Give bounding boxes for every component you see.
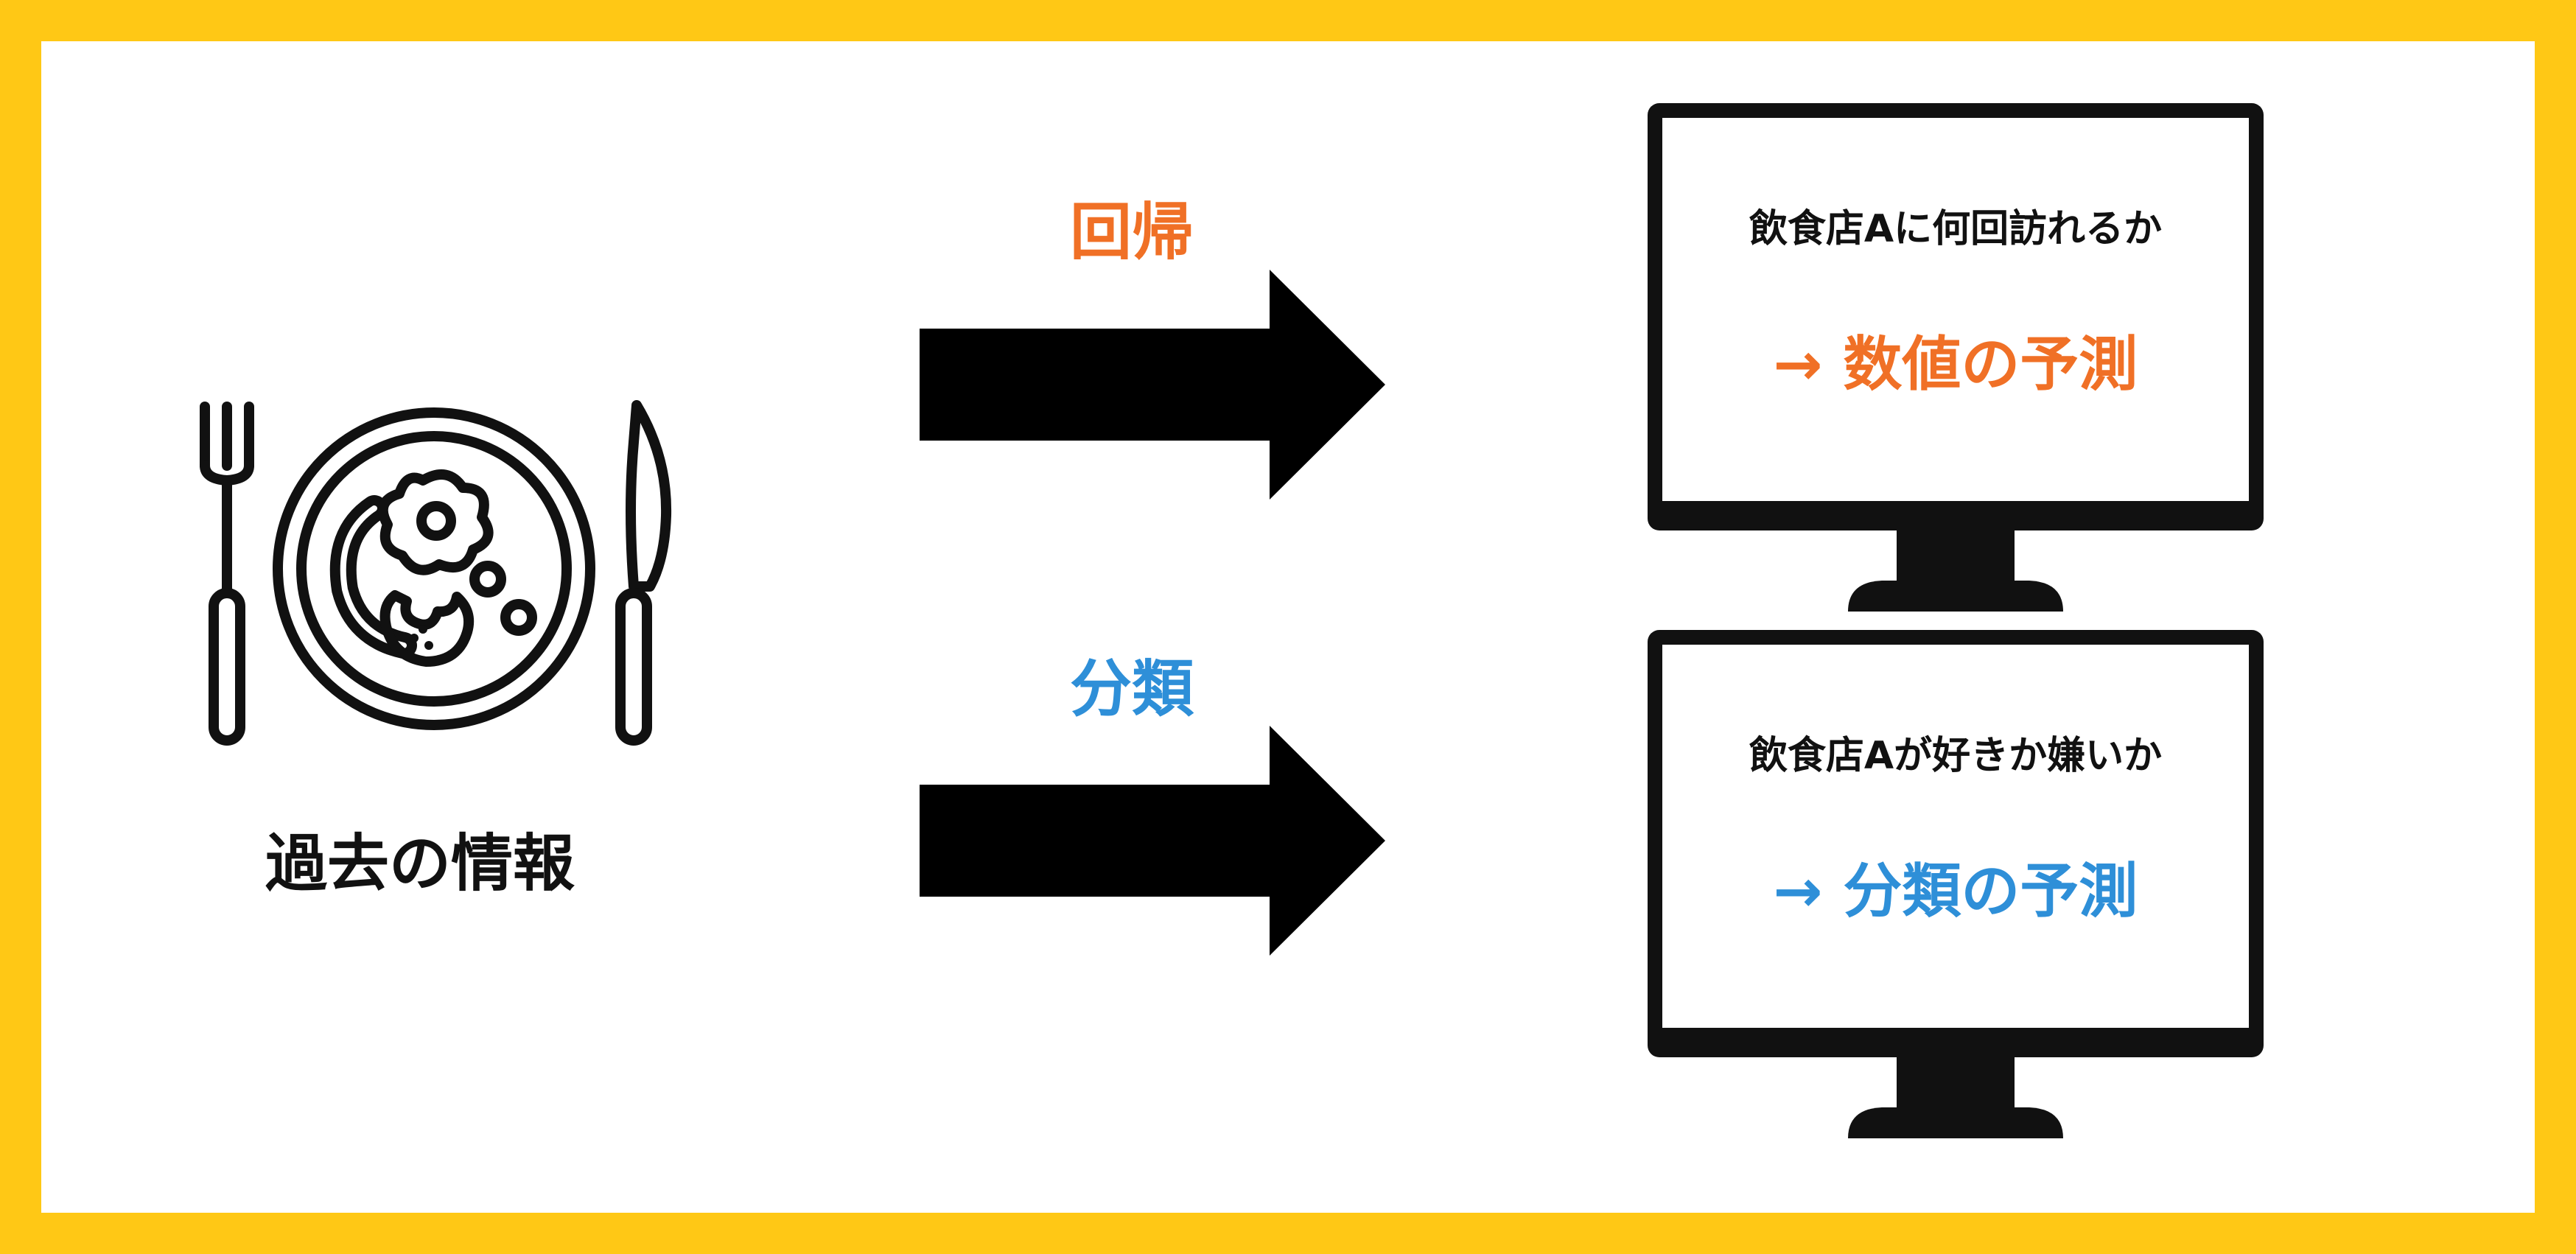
plate-icon <box>273 407 595 730</box>
monitor-icon <box>1648 630 2264 1138</box>
classification-answer: → 分類の予測 <box>1773 857 2138 925</box>
regression-monitor: 飲食店Aに何回訪れるか → 数値の予測 <box>1648 103 2264 612</box>
regression-method-label: 回帰 <box>1070 196 1194 268</box>
past-information-label: 過去の情報 <box>265 827 575 900</box>
monitor-icon <box>1648 103 2264 612</box>
regression-arrow-icon <box>920 270 1385 500</box>
classification-arrow-icon <box>920 726 1385 956</box>
classification-question: 飲食店Aが好きか嫌いか <box>1749 734 2163 778</box>
classification-monitor: 飲食店Aが好きか嫌いか → 分類の予測 <box>1648 630 2264 1138</box>
fork-icon <box>200 402 254 746</box>
regression-question: 飲食店Aに何回訪れるか <box>1749 207 2163 251</box>
regression-answer: → 数値の予測 <box>1773 330 2138 399</box>
knife-icon <box>615 400 672 746</box>
plate-with-fork-and-knife-icon <box>200 400 672 746</box>
classification-method-label: 分類 <box>1070 653 1194 725</box>
